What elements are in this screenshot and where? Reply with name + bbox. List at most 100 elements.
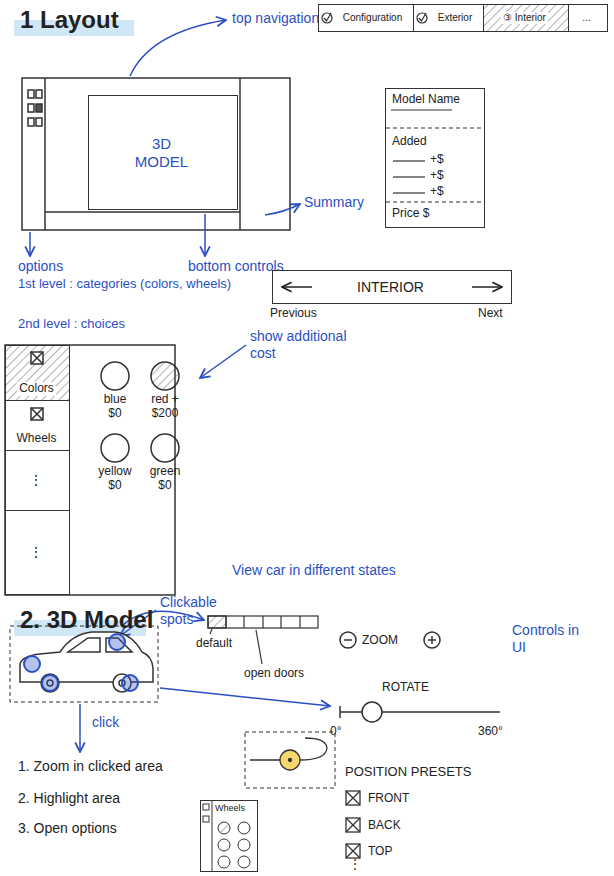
summary-decor — [391, 109, 452, 110]
control-caption: Previous — [270, 306, 317, 320]
layout-wireframe — [45, 211, 240, 213]
choice-label: green $0 — [144, 464, 186, 493]
mini-panel — [218, 822, 230, 834]
flow-arrow — [79, 704, 81, 752]
mini-panel — [218, 856, 230, 868]
nav-decor — [322, 4, 568, 32]
car-illustration — [20, 632, 153, 682]
nav-tab: ... — [568, 4, 608, 32]
nav-decor — [417, 13, 427, 23]
mini-options-panel: Wheels — [200, 800, 258, 872]
annotation-text: Summary — [304, 194, 364, 211]
mini-panel — [212, 800, 213, 872]
layout-wireframe — [28, 118, 34, 126]
nav-decor — [419, 13, 426, 21]
summary-decor — [386, 110, 484, 202]
annotation-arrow — [200, 345, 246, 378]
clickable-spot — [24, 634, 138, 691]
node-text: ③ Interior — [501, 12, 548, 24]
category-tab: ⋮ — [5, 450, 70, 511]
nav-tab: Exterior — [413, 4, 484, 32]
layout-wireframe — [22, 78, 290, 230]
node-text: Colors — [17, 382, 56, 396]
ui-controls — [340, 632, 356, 648]
layout-wireframe — [22, 78, 290, 230]
preset-checkbox — [346, 791, 360, 805]
preset-label: BACK — [368, 818, 401, 832]
options-panel — [101, 434, 129, 462]
layout-wireframe — [28, 90, 34, 98]
summary-card: Model NameAdded+$+$+$Price $ — [385, 88, 485, 228]
car-illustration — [10, 626, 158, 702]
mini-panel — [238, 839, 250, 851]
layout-wireframe — [28, 104, 34, 112]
options-panel — [151, 434, 179, 462]
car-illustration — [41, 674, 59, 692]
choice-label: red + $200 — [142, 392, 188, 421]
preset-checkbox — [346, 791, 360, 805]
summary-decor — [393, 176, 425, 177]
annotation-arrow — [204, 214, 206, 256]
annotation-text: Controls in UI — [512, 622, 584, 656]
category-tab: Wheels — [5, 400, 70, 451]
node-text: Price $ — [392, 207, 429, 221]
summary-decor — [386, 127, 484, 128]
state-bar — [256, 630, 262, 664]
preset-label: TOP — [368, 844, 392, 858]
preset-checkbox — [346, 818, 360, 832]
step-text: 1. Zoom in clicked area — [18, 758, 163, 775]
node-text: Model Name — [392, 93, 460, 107]
control-label: ROTATE — [382, 680, 429, 694]
category-tab: Colors — [5, 345, 70, 401]
node-text: +$ — [430, 153, 444, 167]
layout-wireframe — [36, 118, 42, 126]
annotation-text: top navigation — [232, 10, 319, 27]
nav-arrow — [472, 286, 502, 288]
step-text: 2. Highlight area — [18, 790, 120, 807]
annotation-arrow — [265, 204, 300, 215]
mini-panel — [203, 804, 209, 810]
state-bar — [299, 616, 300, 628]
layout-wireframe — [44, 78, 46, 230]
state-bar — [210, 629, 212, 634]
annotation-arrow — [130, 20, 226, 76]
node-text: +$ — [430, 185, 444, 199]
options-panel — [31, 352, 43, 364]
mini-panel — [203, 800, 250, 872]
options-panel — [31, 408, 43, 420]
state-bar — [280, 616, 281, 628]
preset-checkbox — [346, 844, 360, 858]
node-text: 3D MODEL — [135, 135, 188, 170]
state-bar — [208, 616, 226, 628]
zoom-illustration — [245, 732, 335, 788]
options-panel — [31, 408, 43, 420]
options-panel — [5, 345, 175, 595]
annotation-text: Clickable spots — [160, 594, 230, 628]
layout-wireframe — [239, 78, 241, 230]
choice-label: yellow $0 — [94, 464, 136, 493]
options-panel — [31, 352, 43, 364]
annotation-text: options — [18, 258, 63, 275]
node-text: Wheels — [215, 803, 245, 813]
state-label: default — [196, 636, 232, 650]
control-label: 360° — [478, 724, 503, 738]
options-panel — [151, 362, 179, 390]
annotation-arrow — [29, 232, 31, 256]
state-label: open doors — [244, 666, 304, 680]
node-text: +$ — [430, 169, 444, 183]
section-heading: 1 Layout — [20, 6, 119, 35]
preset-checkbox — [346, 844, 360, 858]
annotation-text: 2nd level : choices — [18, 316, 125, 332]
control-caption: Next — [478, 306, 503, 320]
zoom-illustration — [280, 750, 300, 770]
layout-wireframe — [36, 104, 42, 112]
nav-decor — [324, 13, 331, 21]
choice-label: blue $0 — [97, 392, 133, 421]
step-text: 3. Open options — [18, 820, 117, 837]
bottom-controls: INTERIOR — [272, 270, 512, 304]
mini-panel — [218, 839, 230, 851]
clickable-spot — [42, 675, 58, 691]
mini-panel — [203, 816, 209, 822]
nav-decor — [322, 13, 332, 23]
summary-decor — [393, 192, 425, 193]
